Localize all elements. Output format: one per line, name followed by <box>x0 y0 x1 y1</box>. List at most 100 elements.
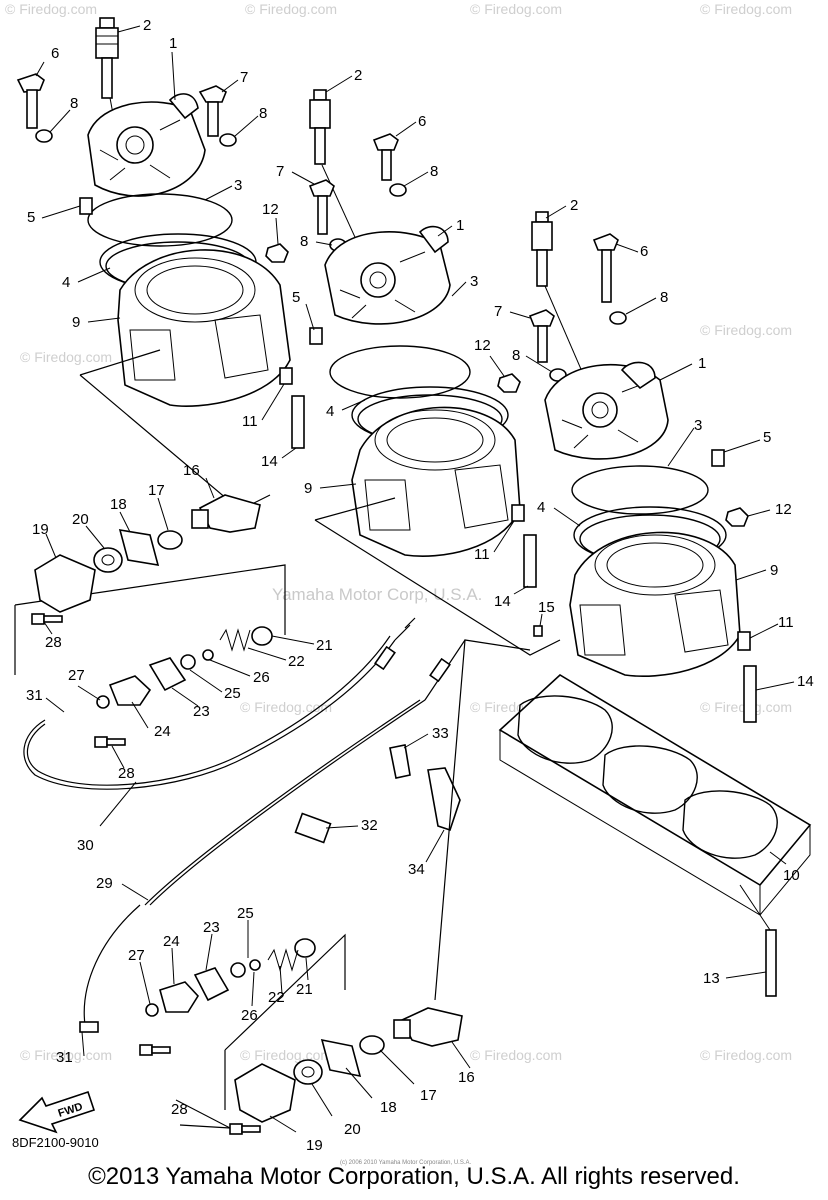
cylinder-assembly-middle <box>308 89 561 656</box>
washer-icon <box>96 695 110 709</box>
callout-22: 22 <box>288 653 305 670</box>
callout-3: 3 <box>470 273 478 290</box>
bolt-icon <box>592 233 619 303</box>
callout-5: 5 <box>27 209 35 226</box>
dowel-pin-icon <box>279 367 293 385</box>
callout-7: 7 <box>494 303 502 320</box>
callout-34: 34 <box>408 861 425 878</box>
callout-5: 5 <box>292 289 300 306</box>
callout-29: 29 <box>96 875 113 892</box>
bracket-icon <box>389 744 411 779</box>
callout-26: 26 <box>241 1007 258 1024</box>
callout-19: 19 <box>32 521 49 538</box>
callout-9: 9 <box>304 480 312 497</box>
washer-icon <box>180 654 196 670</box>
callout-21: 21 <box>296 981 313 998</box>
dowel-pin-icon <box>737 631 751 651</box>
callout-18: 18 <box>110 496 127 513</box>
cap-icon <box>251 626 273 646</box>
callout-4: 4 <box>326 403 334 420</box>
valve-assembly-lower <box>139 639 531 1135</box>
valve-cover-icon <box>108 675 152 706</box>
pin-icon <box>533 625 543 637</box>
callout-11: 11 <box>242 413 258 430</box>
callout-8: 8 <box>259 105 267 122</box>
callout-18: 18 <box>380 1099 397 1116</box>
callout-28: 28 <box>45 634 62 651</box>
callout-8: 8 <box>300 233 308 250</box>
callout-1: 1 <box>698 355 706 372</box>
callout-20: 20 <box>344 1121 361 1138</box>
stud-bolt-icon <box>743 665 757 723</box>
washer-icon <box>609 311 627 325</box>
callout-26: 26 <box>253 669 270 686</box>
cap-icon <box>294 938 316 958</box>
washer-icon <box>230 962 246 978</box>
watermark-text: © Firedog.com <box>240 699 332 715</box>
callout-28: 28 <box>118 765 135 782</box>
callout-27: 27 <box>68 667 85 684</box>
washer-icon <box>202 649 214 661</box>
watermark-text: © Firedog.com <box>700 1 792 17</box>
bearing-icon <box>293 1059 323 1085</box>
watermark-text: © Firedog.com <box>700 322 792 338</box>
clamp-icon <box>294 812 332 844</box>
callouts: 2 1 6 8 7 8 3 5 12 4 9 11 14 2 6 8 7 1 <box>26 17 814 1154</box>
footer-copyright: ©2013 Yamaha Motor Corporation, U.S.A. A… <box>88 1163 740 1190</box>
bearing-icon <box>93 547 123 573</box>
stud-bolt-icon <box>291 395 305 449</box>
screw-icon <box>229 1123 261 1135</box>
callout-23: 23 <box>193 703 210 720</box>
callout-24: 24 <box>154 723 171 740</box>
callout-9: 9 <box>770 562 778 579</box>
callout-23: 23 <box>203 919 220 936</box>
callout-32: 32 <box>361 817 378 834</box>
callout-11: 11 <box>778 614 794 631</box>
dowel-pin-icon <box>309 327 323 345</box>
callout-31: 31 <box>26 687 43 704</box>
callout-10: 10 <box>783 867 800 884</box>
callout-27: 27 <box>128 947 145 964</box>
watermark-text: © Firedog.com <box>245 1 337 17</box>
callout-14: 14 <box>797 673 814 690</box>
valve-actuator-icon <box>393 1007 463 1047</box>
gasket-icon <box>118 529 160 566</box>
watermark-text: © Firedog.com <box>700 1047 792 1063</box>
spark-plug-icon <box>95 17 119 99</box>
callout-3: 3 <box>234 177 242 194</box>
callout-19: 19 <box>306 1137 323 1154</box>
watermark-text: © Firedog.com <box>470 1 562 17</box>
callout-31: 31 <box>56 1049 73 1066</box>
callout-21: 21 <box>316 637 333 654</box>
washer-icon <box>249 959 261 971</box>
callout-5: 5 <box>763 429 771 446</box>
hose-icon <box>23 639 396 790</box>
cylinder-block-icon <box>351 406 521 557</box>
gasket-icon <box>148 657 187 692</box>
callout-8: 8 <box>70 95 78 112</box>
callout-14: 14 <box>261 453 278 470</box>
callout-4: 4 <box>537 499 545 516</box>
gasket-icon <box>193 967 230 1002</box>
bracket-icon <box>427 767 461 832</box>
spring-icon <box>267 948 299 972</box>
bolt-icon <box>16 73 45 129</box>
callout-7: 7 <box>240 69 248 86</box>
washer-icon <box>145 1003 159 1017</box>
watermark-text: © Firedog.com <box>240 1047 332 1063</box>
callout-6: 6 <box>418 113 426 130</box>
spark-plug-icon <box>309 89 331 165</box>
stud-bolt-icon <box>765 929 777 997</box>
stud-bolt-icon <box>523 534 537 588</box>
callout-30: 30 <box>77 837 94 854</box>
bolt-icon <box>528 309 555 363</box>
cylinder-assembly-right <box>528 211 757 723</box>
callout-16: 16 <box>458 1069 475 1086</box>
callout-20: 20 <box>72 511 89 528</box>
bolt-icon <box>198 85 227 137</box>
screw-icon <box>94 736 126 748</box>
callout-14: 14 <box>494 593 511 610</box>
callout-11: 11 <box>474 546 490 563</box>
spark-plug-icon <box>531 211 553 287</box>
screw-icon <box>31 613 63 625</box>
